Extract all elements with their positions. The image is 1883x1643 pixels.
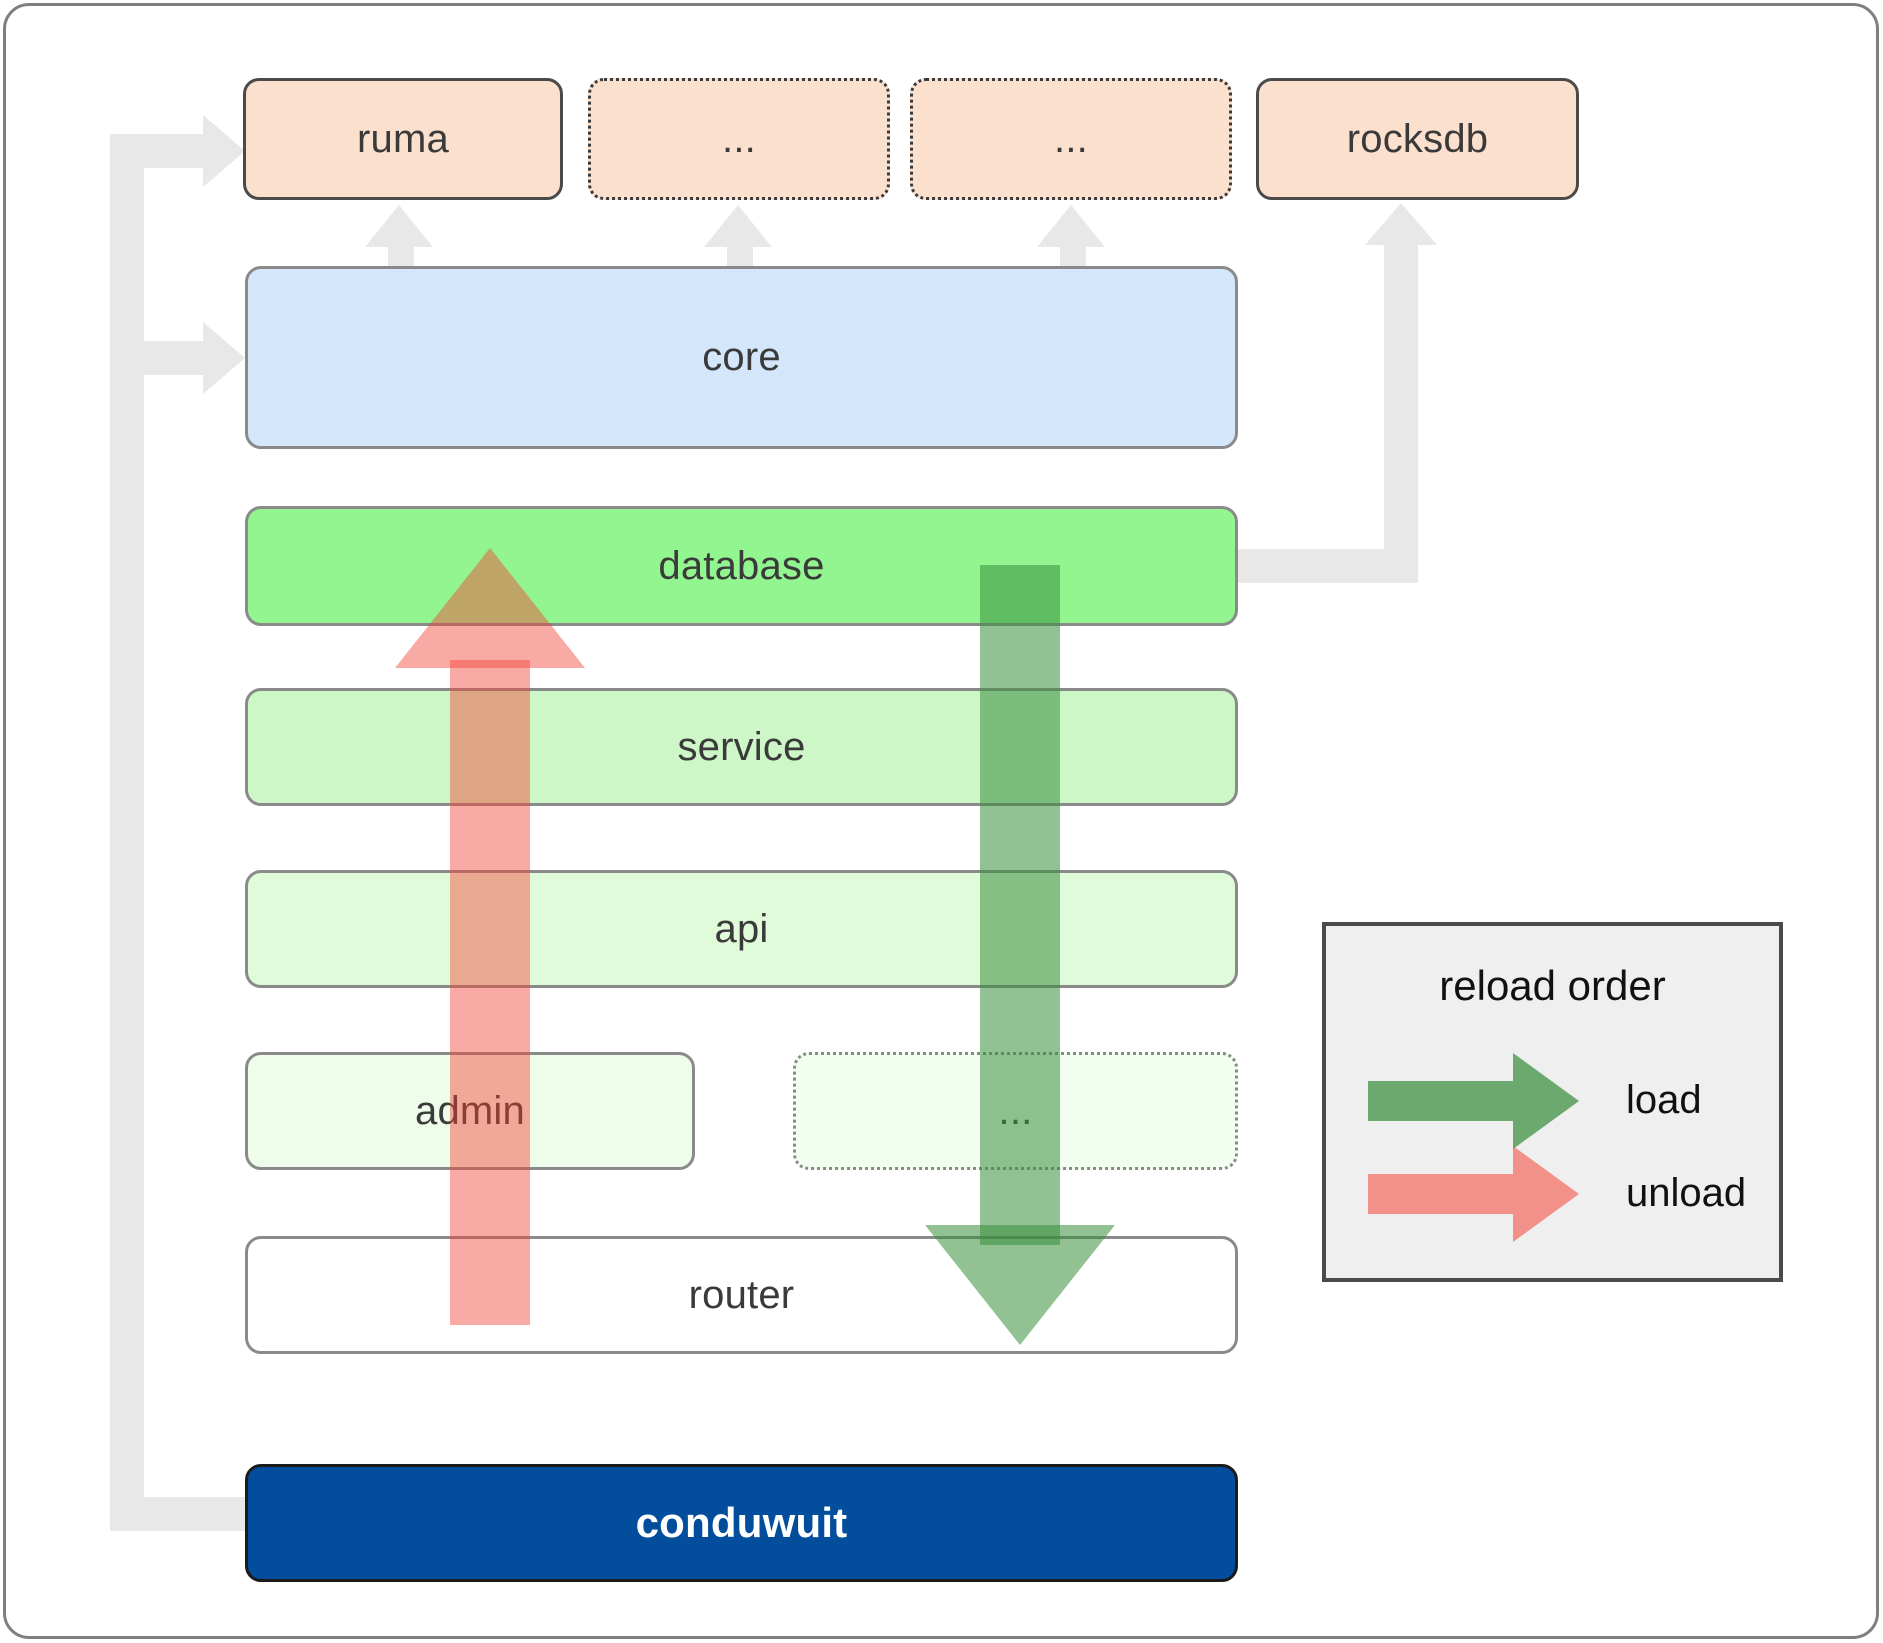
node-rocksdb-label: rocksdb	[1346, 116, 1489, 161]
legend-row-load: load	[1326, 926, 1779, 1278]
legend-load-arrow-shaft	[1368, 1081, 1513, 1121]
diagram-frame	[3, 3, 1879, 1639]
connector-core-to-dep3-arrowhead	[1037, 205, 1105, 247]
connector-branch-to-core	[110, 341, 215, 375]
legend-unload-arrow-shaft	[1368, 1174, 1513, 1214]
load-arrow-head	[925, 1225, 1115, 1345]
legend-load-arrow-head	[1513, 1053, 1579, 1149]
connector-database-to-rocksdb-vertical	[1384, 245, 1418, 583]
node-api-label: api	[714, 906, 769, 951]
node-ruma-label: ruma	[357, 116, 449, 161]
connector-core-to-ruma-arrowhead	[365, 205, 433, 247]
unload-arrow-head	[395, 548, 585, 668]
node-service[interactable]: service	[245, 688, 1238, 806]
node-conduwuit[interactable]: conduwuit	[245, 1464, 1238, 1582]
connector-arrowhead-core	[203, 322, 245, 394]
connector-branch-to-ruma	[110, 134, 215, 168]
node-core[interactable]: core	[245, 266, 1238, 449]
node-database-label: database	[658, 543, 825, 588]
node-dep-3-label: ...	[1054, 116, 1088, 161]
node-core-label: core	[702, 335, 781, 379]
node-service-label: service	[677, 724, 806, 769]
unload-arrow-shaft	[450, 660, 530, 1325]
legend-unload-label: unload	[1626, 1171, 1747, 1215]
node-api[interactable]: api	[245, 870, 1238, 988]
node-conduwuit-label: conduwuit	[635, 1499, 848, 1546]
legend-title: reload order	[1439, 962, 1666, 1009]
legend-panel: reload order load unload	[1322, 922, 1783, 1282]
connector-core-to-dep2-arrowhead	[704, 205, 772, 247]
connector-arrowhead-ruma	[203, 115, 245, 187]
legend-load-label: load	[1626, 1078, 1702, 1122]
legend-unload-arrow-head	[1513, 1146, 1579, 1242]
legend-row-unload: unload	[1326, 926, 1779, 1278]
load-arrow-shaft	[980, 565, 1060, 1245]
node-ruma[interactable]: ruma	[243, 78, 563, 200]
node-rocksdb[interactable]: rocksdb	[1256, 78, 1579, 200]
node-dep-3[interactable]: ...	[910, 78, 1232, 200]
node-router-label: router	[688, 1272, 795, 1317]
connector-arrowhead-rocksdb	[1365, 203, 1437, 245]
node-database[interactable]: database	[245, 506, 1238, 626]
node-dep-2[interactable]: ...	[588, 78, 890, 200]
node-dep-2-label: ...	[722, 116, 756, 161]
